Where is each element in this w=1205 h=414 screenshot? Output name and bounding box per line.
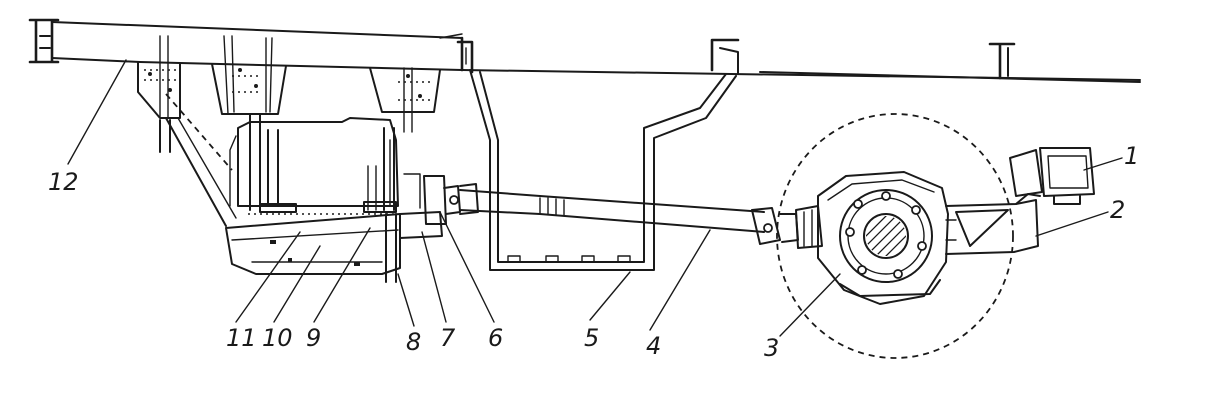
callout-3: 3 (764, 334, 779, 362)
spring-bracket (945, 193, 1041, 255)
callout-7: 7 (440, 324, 456, 352)
tank-cradle (469, 69, 737, 271)
callout-9: 9 (306, 324, 321, 352)
driveshaft (459, 183, 799, 245)
callout-4: 4 (646, 332, 661, 360)
callout-5: 5 (584, 324, 599, 352)
frame-brackets (137, 35, 441, 171)
leader-lines (67, 59, 1123, 337)
callout-6: 6 (488, 324, 503, 352)
gearbox-assembly (159, 113, 461, 283)
rear-axle (776, 113, 1014, 359)
callout-8: 8 (406, 328, 421, 356)
callout-2: 2 (1110, 196, 1125, 224)
shackle-mount (1009, 147, 1095, 205)
callout-labels: 1 2 3 4 5 6 7 8 9 10 11 12 (48, 142, 1139, 362)
callout-1: 1 (1124, 142, 1139, 170)
callout-10: 10 (262, 324, 293, 352)
callout-11: 11 (226, 324, 257, 352)
frame (28, 18, 1141, 83)
callout-12: 12 (48, 168, 79, 196)
